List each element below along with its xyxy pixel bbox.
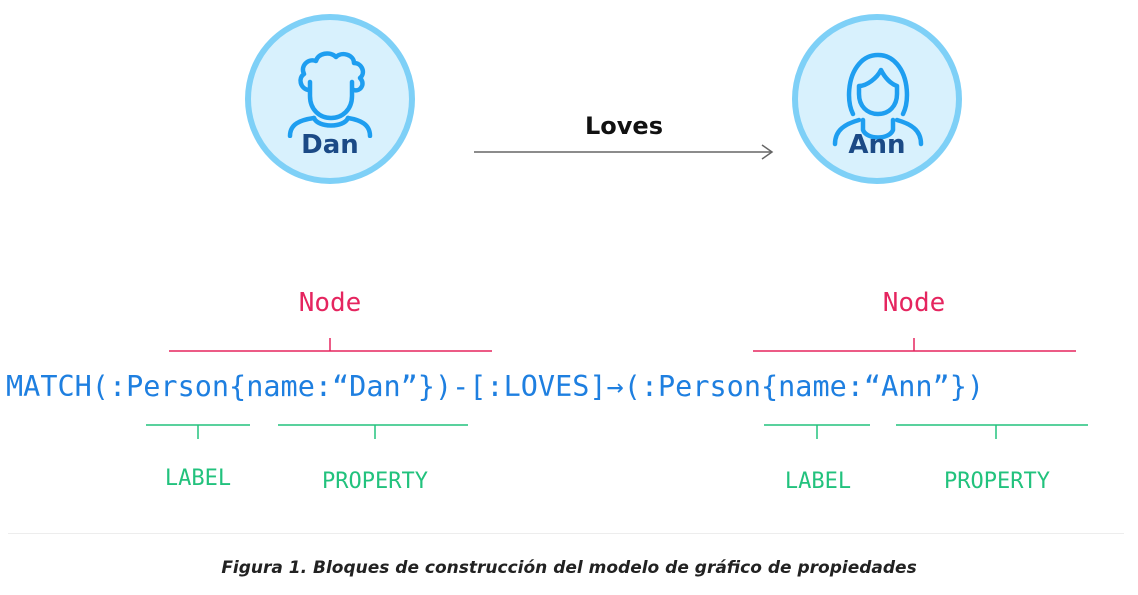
female-person-icon bbox=[832, 52, 924, 147]
label-tag-left: LABEL bbox=[164, 466, 232, 491]
node-dan: Dan bbox=[245, 14, 415, 184]
node-name: Dan bbox=[301, 130, 359, 160]
label-bracket-right bbox=[764, 424, 870, 439]
node-bracket-right bbox=[753, 338, 1076, 352]
node-tag-left: Node bbox=[298, 288, 362, 318]
property-bracket-right bbox=[896, 424, 1088, 439]
node-ann: Ann bbox=[792, 14, 962, 184]
relationship-label: Loves bbox=[585, 112, 663, 140]
cypher-query: MATCH(:Person{name:“Dan”})-[:LOVES]→(:Pe… bbox=[6, 370, 985, 403]
relationship-arrow bbox=[474, 144, 774, 160]
node-bracket-left bbox=[169, 338, 492, 352]
divider bbox=[8, 533, 1124, 534]
label-tag-right: LABEL bbox=[784, 469, 852, 494]
male-person-icon bbox=[287, 51, 373, 138]
figure-caption: Figura 1. Bloques de construcción del mo… bbox=[221, 558, 917, 578]
property-bracket-left bbox=[278, 424, 468, 439]
node-tag-right: Node bbox=[882, 288, 946, 318]
property-tag-left: PROPERTY bbox=[322, 469, 428, 494]
node-name: Ann bbox=[848, 130, 906, 160]
property-tag-right: PROPERTY bbox=[944, 469, 1050, 494]
label-bracket-left bbox=[146, 424, 250, 439]
